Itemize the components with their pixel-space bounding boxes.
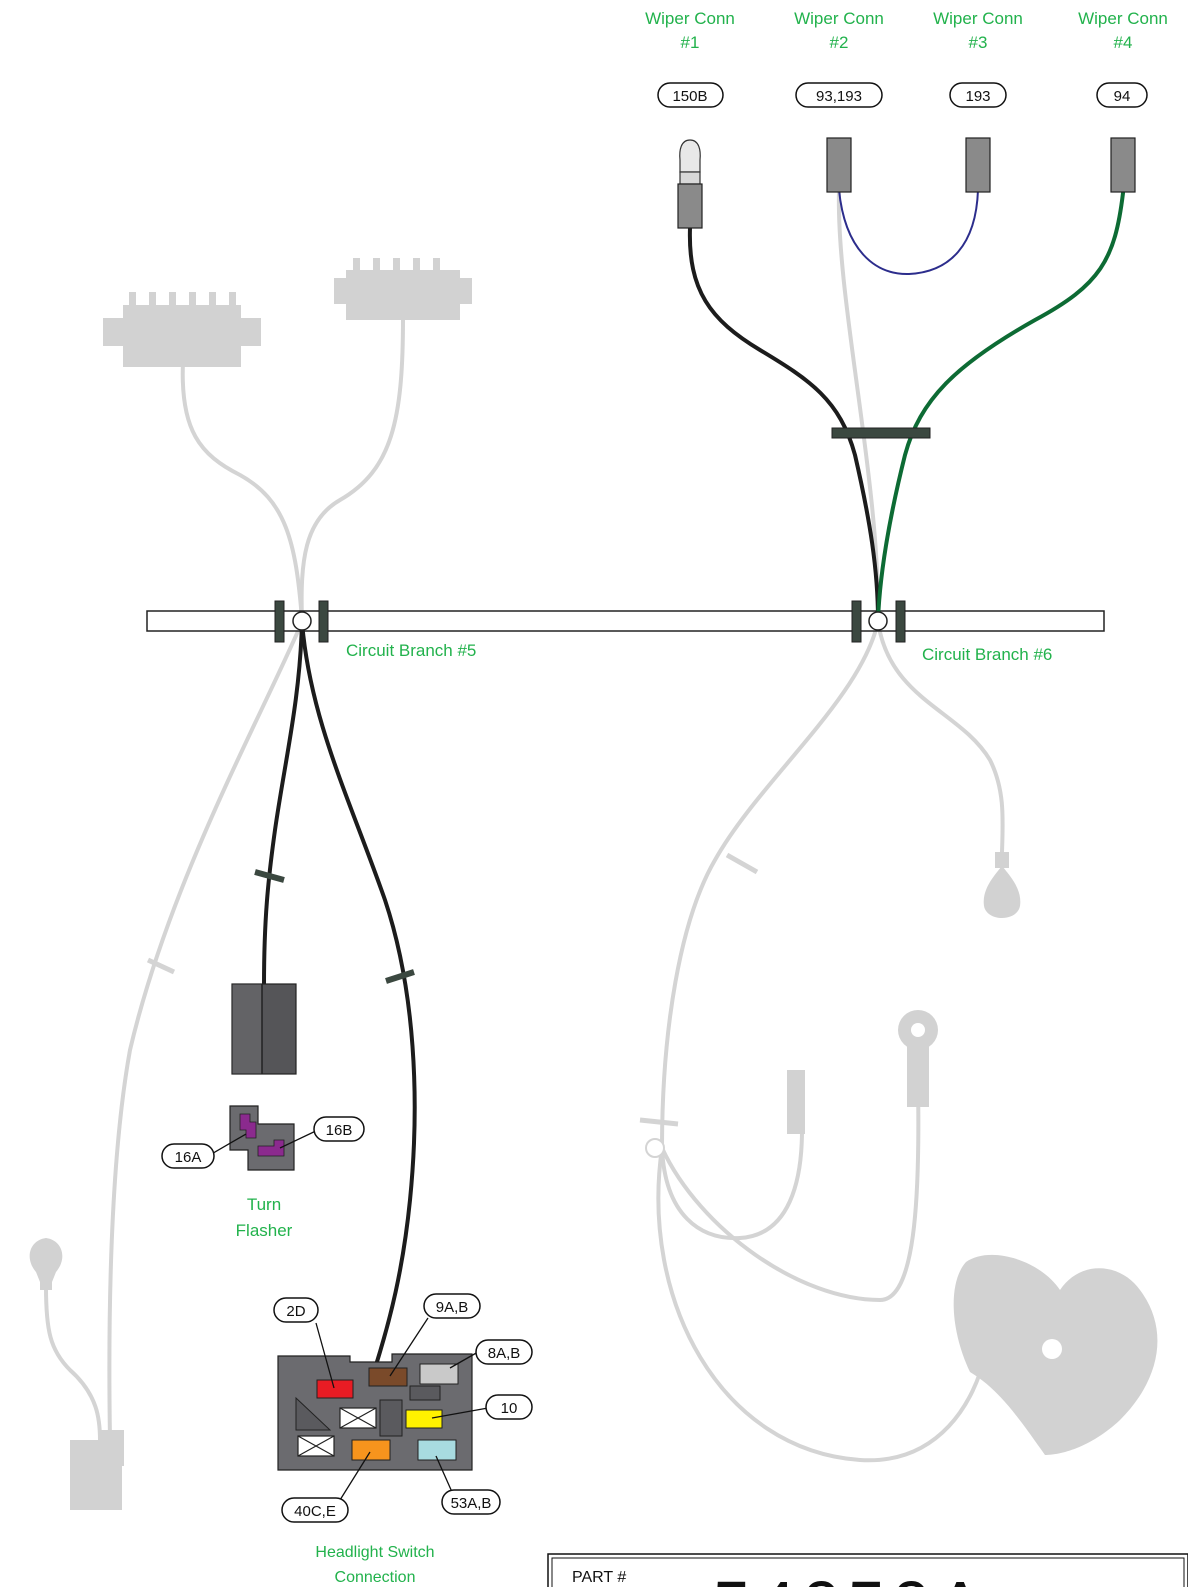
pin-16a-label: 16A: [175, 1149, 202, 1166]
pin-8ab-terminal: [419, 1363, 459, 1385]
wiper-conn-4-code: 94: [1114, 88, 1131, 105]
pin-53ab-terminal: [417, 1439, 457, 1461]
wiper-conn-1-pin: [679, 139, 701, 173]
wiper-conn-2-title: Wiper Conn: [794, 9, 884, 28]
wiper-conn-3-title: Wiper Conn: [933, 9, 1023, 28]
wiper-conn-2-code-pill: [795, 82, 883, 108]
ghost-bulb-left: [29, 1238, 63, 1290]
ghost-plug-left: [70, 1430, 124, 1510]
wiper-conn-4-body: [1110, 137, 1136, 193]
wiper-conn-2-number: #2: [830, 33, 849, 52]
pin-16b-terminal: [257, 1139, 285, 1157]
blank-cavity-upper: [339, 1407, 377, 1429]
ghost-tie-right: [725, 852, 759, 875]
turn-flasher-face: [229, 1105, 295, 1171]
wire-black-headlight: [300, 620, 417, 1367]
wiper-conn-1-number: #1: [681, 33, 700, 52]
pin-40ce-label: 40C,E: [294, 1503, 336, 1520]
ghost-tie-lower: [639, 1117, 679, 1127]
pin-9ab-label: 9A,B: [436, 1299, 469, 1316]
wiper-conn-3: Wiper Conn #3 193: [933, 9, 1023, 193]
pin-16a-terminal: [239, 1113, 257, 1139]
pin-2d-pill: [273, 1297, 319, 1323]
branch5-label: Circuit Branch #5: [346, 641, 476, 660]
part-number: 54050A: [712, 1567, 989, 1587]
wiper-conn-2-code: 93,193: [816, 88, 862, 105]
pin-40ce-terminal: [351, 1439, 391, 1461]
pin-2d-label: 2D: [286, 1303, 305, 1320]
ghost-splice-circle: [645, 1138, 665, 1158]
ghost-ring-terminal: [898, 1010, 938, 1107]
pin-10-terminal: [405, 1409, 443, 1429]
pin-16a-pill: [161, 1143, 215, 1169]
wiper-conn-3-body: [965, 137, 991, 193]
part-number-box: PART # 54050A: [547, 1553, 1188, 1587]
ghost-wires: [44, 188, 1005, 1463]
wiper-conn-1-body: [677, 183, 703, 229]
pin-16b-pill: [313, 1116, 365, 1142]
branch6-clamp: [851, 600, 906, 643]
wiper-conn-3-code-pill: [949, 82, 1007, 108]
ghost-connector-middle: [334, 258, 472, 320]
pin-9ab-pill: [423, 1293, 481, 1319]
wiper-conn-2: Wiper Conn #2 93,193: [794, 9, 884, 193]
wiper-conn-4-number: #4: [1114, 33, 1133, 52]
wire-green-wiper4: [876, 191, 1125, 622]
branch5-clamp: [274, 600, 329, 643]
wiper-conn-1-code: 150B: [672, 88, 707, 105]
branch6-label: Circuit Branch #6: [922, 645, 1052, 664]
headlight-wire-tie: [385, 969, 415, 984]
turn-flasher-connector: [231, 983, 297, 1075]
wire-blue-jumper: [838, 189, 979, 276]
ghost-connector-left: [103, 292, 261, 367]
pin-40ce-pill: [281, 1497, 349, 1523]
wiper-wire-clip: [831, 427, 931, 439]
ghost-spade-terminal: [787, 1070, 805, 1134]
pin-2d-terminal: [316, 1379, 354, 1399]
harness-main-bar: [146, 610, 1105, 632]
pin-53ab-label: 53A,B: [451, 1495, 492, 1512]
ghost-bulb-right: [983, 852, 1021, 918]
part-label: PART #: [572, 1569, 626, 1586]
wiper-conn-4: Wiper Conn #4 94: [1078, 9, 1168, 193]
wiper-conn-1: Wiper Conn #1 150B: [645, 9, 735, 229]
wire-black-flasher: [262, 620, 304, 987]
wiper-conn-2-body: [826, 137, 852, 193]
headlight-switch-label-line1: Headlight Switch: [315, 1544, 434, 1561]
pin-10-label: 10: [501, 1400, 518, 1417]
headlight-switch-label-line2: Connection: [335, 1569, 416, 1586]
blank-cavity-lower: [297, 1435, 335, 1457]
pin-10-pill: [485, 1394, 533, 1420]
wiper-conn-4-code-pill: [1096, 82, 1148, 108]
wiper-conn-4-title: Wiper Conn: [1078, 9, 1168, 28]
wiper-conn-3-number: #3: [969, 33, 988, 52]
wiper-conn-1-code-pill: [657, 82, 724, 108]
wiper-conn-1-title: Wiper Conn: [645, 9, 735, 28]
pin-9ab-terminal: [368, 1367, 408, 1387]
pin-53ab-pill: [441, 1489, 501, 1515]
turn-flasher-label-line2: Flasher: [236, 1221, 293, 1240]
ghost-tie-left: [146, 957, 176, 975]
wiper-conn-3-code: 193: [965, 88, 990, 105]
pin-16b-label: 16B: [326, 1122, 353, 1139]
wire-black-wiper1: [687, 226, 880, 622]
flasher-wire-tie: [254, 869, 285, 883]
turn-flasher-label-line1: Turn: [247, 1195, 281, 1214]
pin-8ab-label: 8A,B: [488, 1345, 521, 1362]
ghost-ground-plate: [953, 1254, 1158, 1455]
pin-8ab-pill: [475, 1339, 533, 1365]
